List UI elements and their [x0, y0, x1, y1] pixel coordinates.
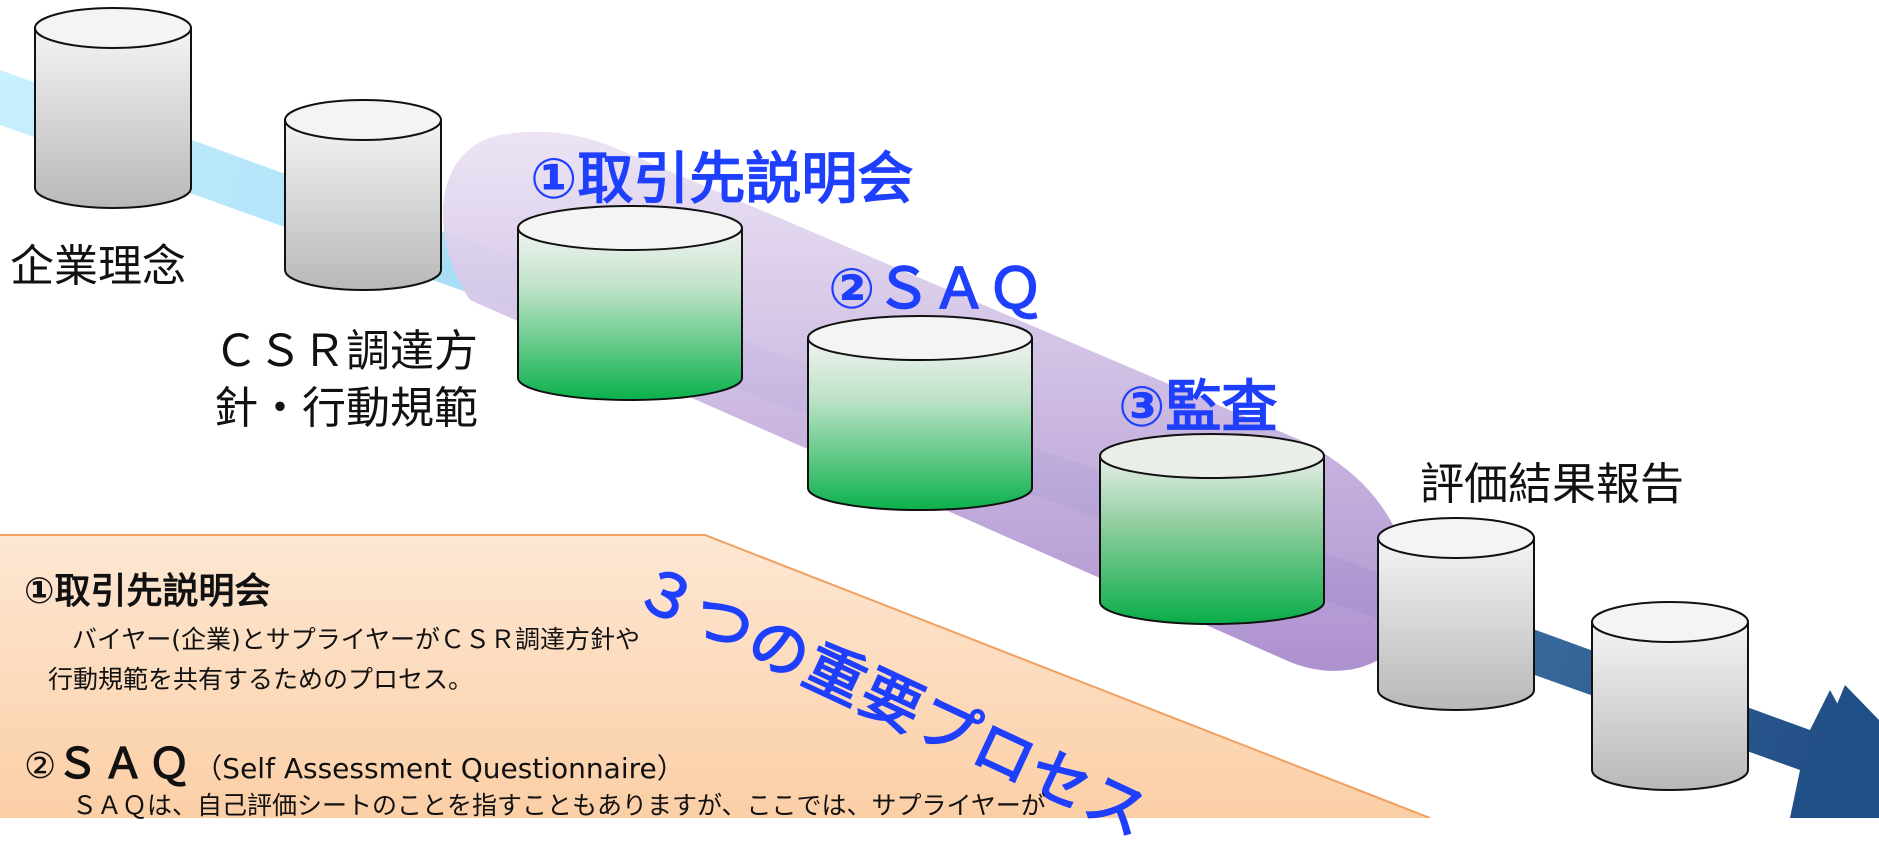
note2-body-line1: ＳＡＱは、自己評価シートのことを指すこともありますが、ここでは、サプライヤーが	[72, 791, 1046, 820]
cylinder-csr-policy	[284, 99, 442, 291]
process-diagram	[0, 7, 1879, 818]
note2-heading-num: ②	[24, 746, 57, 787]
note2-heading-sub: （Self Assessment Questionnaire）	[194, 752, 685, 785]
process-title-step1: ①取引先説明会	[530, 147, 914, 212]
cylinder-evaluation-report	[1377, 517, 1535, 711]
label-evaluation-report: 評価結果報告	[1420, 459, 1684, 510]
process-title-step3: ③監査	[1118, 375, 1278, 440]
label-csr-policy-line2: 針・行動規範	[214, 383, 478, 434]
note1-body-line1: バイヤー(企業)とサプライヤーがＣＳＲ調達方針や	[72, 625, 641, 654]
note2-heading-main: ＳＡＱ	[56, 739, 195, 788]
label-corporate-philosophy: 企業理念	[10, 241, 186, 292]
cylinder-step1	[517, 205, 743, 401]
process-title-step2: ②ＳＡＱ	[828, 257, 1044, 322]
note1-body-line2: 行動規範を共有するためのプロセス。	[48, 665, 474, 694]
note1-heading: ①取引先説明会	[24, 562, 270, 614]
cylinder-step2	[807, 315, 1033, 511]
label-csr-policy-line1: ＣＳＲ調達方	[214, 326, 478, 377]
cylinder-corporate-philosophy	[34, 7, 192, 209]
note-box	[0, 534, 1431, 818]
cylinder-final	[1591, 601, 1749, 791]
note1-heading-text: ①取引先説明会	[24, 571, 271, 612]
note2-heading: ②ＳＡＱ（Self Assessment Questionnaire）	[24, 730, 685, 791]
cylinder-step3	[1099, 433, 1325, 625]
